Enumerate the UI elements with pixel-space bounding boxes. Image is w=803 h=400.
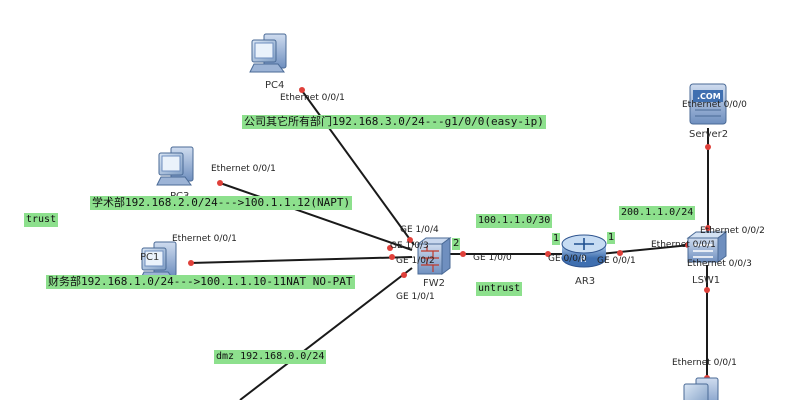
server2-label: Server2 <box>689 129 729 140</box>
note-pc1-dept: 财务部192.168.1.0/24--->100.1.1.10-11NAT NO… <box>46 275 355 289</box>
endpoint-fw-ge101 <box>401 272 407 278</box>
pc-bottom-eth-label: Ethernet 0/0/1 <box>672 358 737 368</box>
pc1-eth-label: Ethernet 0/0/1 <box>172 234 237 244</box>
lsw-eth001-label: Ethernet 0/0/1 <box>651 240 716 250</box>
endpoint-ar3-ge001 <box>617 250 623 256</box>
lsw1-label: LSW1 <box>692 275 721 286</box>
fw-ge103-label: GE 1/0/3 <box>390 241 429 251</box>
endpoint-fw-ge103 <box>387 245 393 251</box>
endpoint-server2 <box>705 144 711 150</box>
pc4-icon[interactable] <box>249 33 287 73</box>
num-ar3-right: 1 <box>607 232 616 244</box>
link-pc1-fw2 <box>189 256 413 264</box>
endpoint-pc3 <box>217 180 223 186</box>
endpoint-fw-ge104 <box>407 237 413 243</box>
pc4-eth-label: Ethernet 0/0/1 <box>280 93 345 103</box>
endpoint-lsw-eth002 <box>705 225 711 231</box>
endpoint-ar3-ge000 <box>545 251 551 257</box>
endpoint-fw-ge100 <box>460 251 466 257</box>
ar3-label: AR3 <box>575 276 596 287</box>
fw-ge101-label: GE 1/0/1 <box>396 292 435 302</box>
ar3-ge000-label: GE 0/0/0 <box>548 254 587 264</box>
endpoint-pc1 <box>188 260 194 266</box>
server2-icon[interactable]: .COM <box>689 83 727 125</box>
pc-bottom-icon[interactable] <box>683 377 719 400</box>
endpoint-fw-ge102 <box>389 254 395 260</box>
note-dmz: dmz 192.168.0.0/24 <box>214 350 327 364</box>
num-fw: 2 <box>452 238 461 250</box>
note-untrust: untrust <box>476 282 523 296</box>
endpoint-pc4 <box>299 87 305 93</box>
pc1-label: PC1 <box>140 252 160 263</box>
endpoints <box>188 87 711 381</box>
pc4-label: PC4 <box>265 80 285 91</box>
note-trust: trust <box>24 213 59 227</box>
note-net-100: 100.1.1.0/30 <box>476 214 553 228</box>
pc3-eth-label: Ethernet 0/0/1 <box>211 164 276 174</box>
fw-ge100-label: GE 1/0/0 <box>473 253 512 263</box>
svg-text:R: R <box>580 255 586 265</box>
fw2-icon[interactable] <box>416 237 452 275</box>
note-pc3-dept: 学术部192.168.2.0/24--->100.1.1.12(NAPT) <box>90 196 353 210</box>
link-fw2-dmz <box>239 267 413 400</box>
link-pc4-fw2 <box>299 87 415 246</box>
links <box>189 87 709 400</box>
note-net-200: 200.1.1.0/24 <box>619 206 696 220</box>
fw-ge102-label: GE 1/0/2 <box>396 256 435 266</box>
link-ar3-lsw1 <box>599 244 691 255</box>
pc1-icon[interactable] <box>139 241 177 281</box>
link-pc3-fw2 <box>219 182 413 251</box>
lsw-eth003-label: Ethernet 0/0/3 <box>687 259 752 269</box>
lsw1-icon[interactable] <box>686 231 728 263</box>
server-icon-text: .COM <box>697 92 721 101</box>
endpoint-lsw-eth003 <box>704 287 710 293</box>
note-pc4-dept: 公司其它所有部门192.168.3.0/24---g1/0/0(easy-ip) <box>242 115 546 129</box>
fw2-label: FW2 <box>423 278 446 289</box>
ar3-icon[interactable]: R <box>561 234 607 268</box>
num-ar3-left: 1 <box>552 233 561 245</box>
fw-ge104-label: GE 1/0/4 <box>400 225 439 235</box>
pc3-icon[interactable] <box>156 146 194 186</box>
ar3-ge001-label: GE 0/0/1 <box>597 256 636 266</box>
lsw-eth002-label: Ethernet 0/0/2 <box>700 226 765 236</box>
server-eth000-label: Ethernet 0/0/0 <box>682 100 747 110</box>
